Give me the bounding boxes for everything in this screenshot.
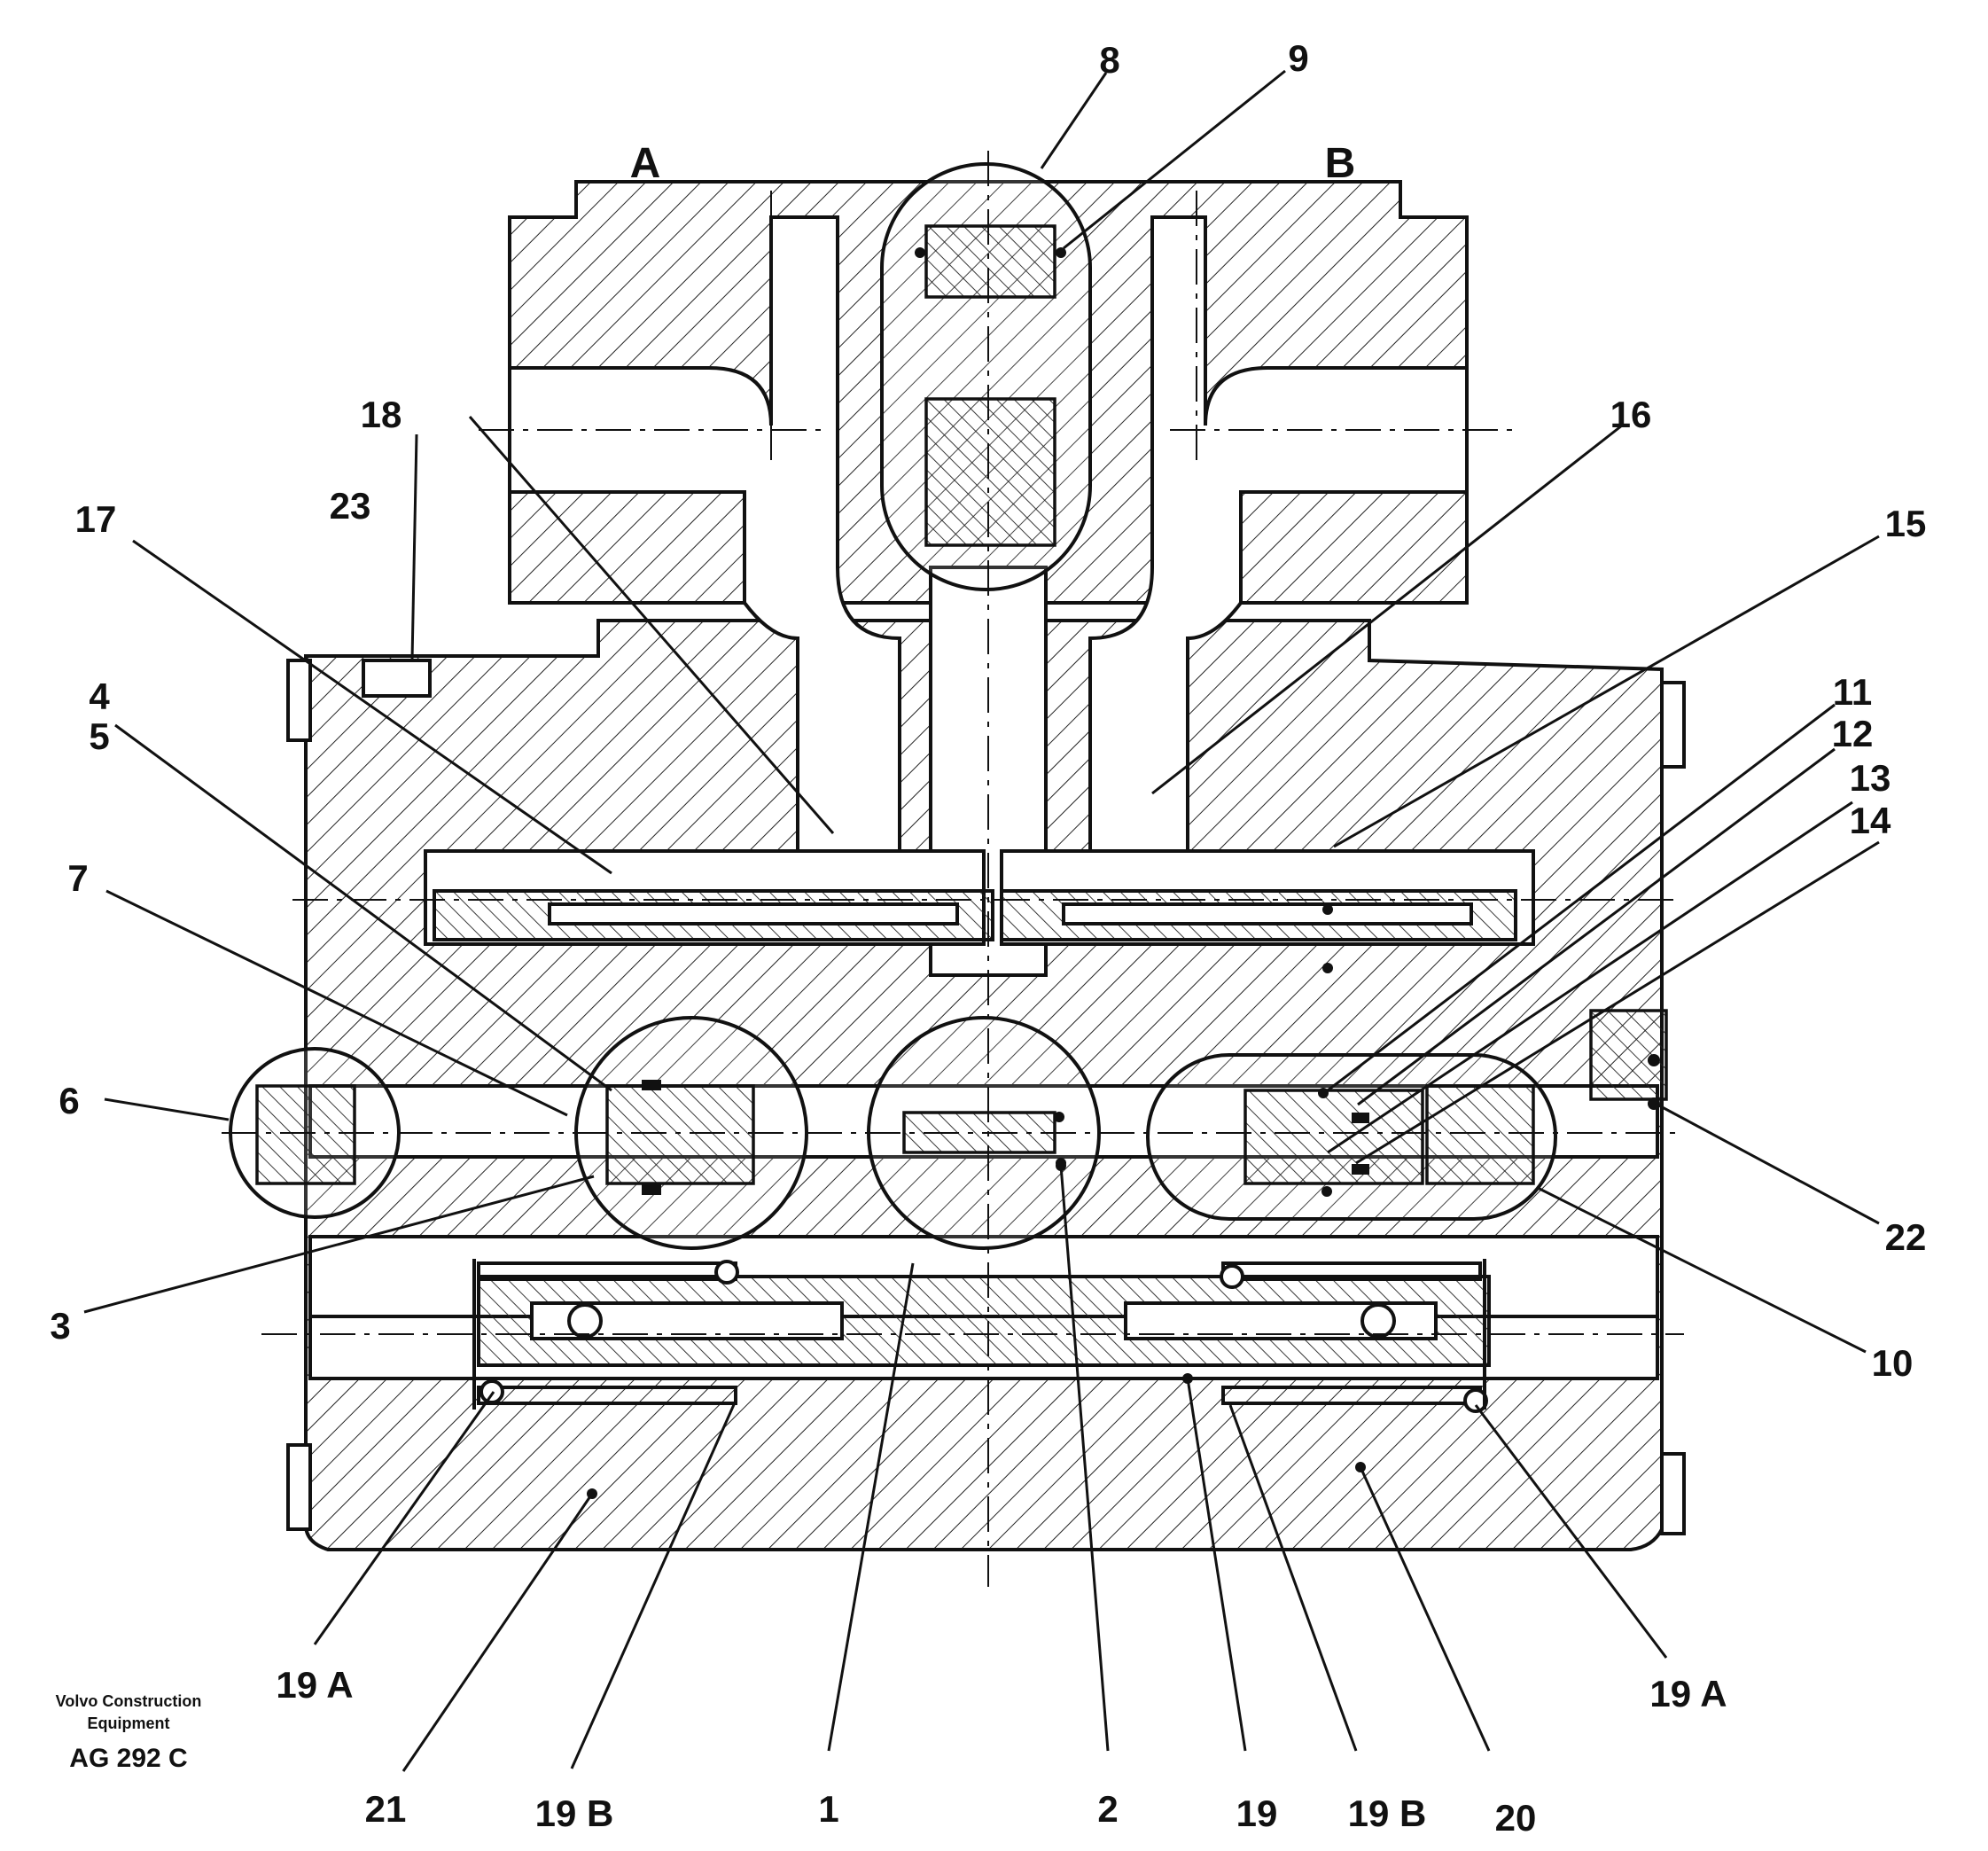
callout-19b-right: 19 B — [1348, 1792, 1427, 1834]
callout-11: 11 — [1833, 671, 1872, 713]
callout-21: 21 — [365, 1788, 407, 1830]
credit-block: Volvo Construction Equipment AG 292 C — [56, 1692, 202, 1773]
leader-dots — [587, 1160, 1366, 1499]
return-springs — [472, 1259, 1488, 1413]
callout-19b-left: 19 B — [535, 1792, 614, 1834]
credit-line-1: Volvo Construction — [56, 1692, 202, 1710]
side-bosses — [286, 659, 1686, 1535]
callout-19a-left: 19 A — [276, 1664, 353, 1706]
callout-19a-right: 19 A — [1649, 1673, 1727, 1714]
callout-1: 1 — [818, 1788, 838, 1830]
callout-4: 4 — [89, 676, 110, 717]
callout-3: 3 — [50, 1305, 70, 1347]
main-spool — [477, 1275, 1491, 1367]
callout-19: 19 — [1236, 1792, 1278, 1834]
callout-12: 12 — [1832, 713, 1874, 754]
callout-15: 15 — [1885, 503, 1927, 544]
credit-line-2: Equipment — [88, 1714, 170, 1732]
port-label-a: A — [630, 140, 661, 187]
drawing-code: AG 292 C — [69, 1744, 187, 1773]
callout-7: 7 — [67, 857, 88, 899]
callout-20: 20 — [1495, 1797, 1537, 1839]
leader-lines — [83, 69, 1880, 1772]
callout-9: 9 — [1288, 37, 1308, 79]
callout-5: 5 — [89, 715, 109, 757]
callout-16: 16 — [1610, 394, 1652, 435]
upper-spool — [433, 889, 1517, 941]
callout-17: 17 — [75, 498, 117, 540]
port-labels: A B — [630, 140, 1356, 187]
callout-10: 10 — [1872, 1342, 1914, 1384]
port-label-b: B — [1325, 140, 1356, 187]
center-lines — [222, 151, 1684, 1587]
callout-23: 23 — [330, 485, 371, 527]
detail-parts — [255, 224, 1668, 1185]
callout-14: 14 — [1850, 800, 1891, 841]
callout-8: 8 — [1099, 39, 1119, 81]
callout-22: 22 — [1885, 1216, 1927, 1258]
callout-13: 13 — [1850, 757, 1891, 799]
callout-6: 6 — [58, 1080, 79, 1121]
callout-labels: 8 9 18 16 17 23 15 11 12 13 14 4 5 7 6 2… — [50, 37, 1926, 1839]
callout-2: 2 — [1097, 1788, 1118, 1830]
callout-18: 18 — [361, 394, 402, 435]
